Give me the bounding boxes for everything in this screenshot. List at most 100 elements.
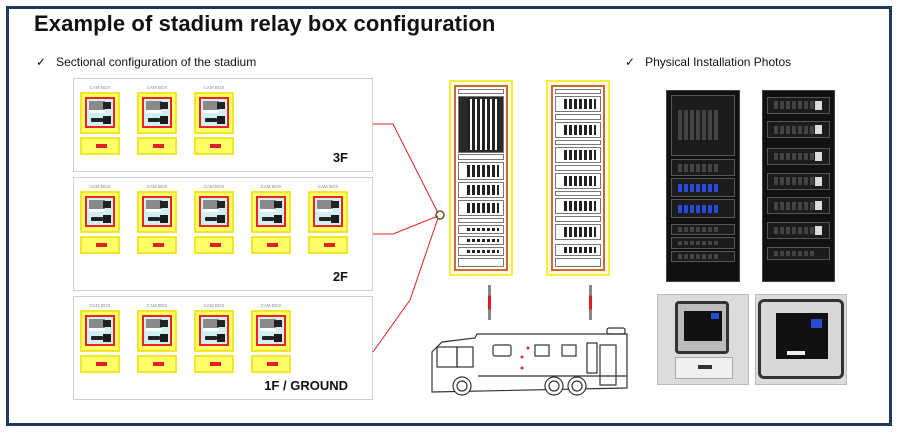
connector-row <box>467 239 499 243</box>
connector-icon <box>331 201 339 208</box>
cam-box-caption: CAM BOX <box>146 303 168 308</box>
rack-panel <box>671 250 735 262</box>
connector-row <box>564 99 596 110</box>
connector-icon <box>160 102 168 109</box>
connector-row <box>467 228 499 232</box>
cam-box-upper <box>137 92 177 134</box>
cable-entry-icon <box>324 243 335 247</box>
power-socket-icon <box>331 215 339 223</box>
power-outlet-icon <box>815 226 822 236</box>
rack-photo-left <box>666 90 740 282</box>
rack-panel <box>767 96 830 114</box>
cam-box-upper <box>137 191 177 233</box>
connector-row <box>678 164 719 172</box>
relay-rack-left <box>449 80 513 276</box>
connector-row <box>774 202 814 210</box>
slot-icon <box>205 336 217 340</box>
power-outlet-icon <box>815 176 822 186</box>
slot-icon <box>148 336 160 340</box>
cam-box-upper <box>80 310 120 352</box>
rack-unit <box>555 223 601 240</box>
rack-blank-panel <box>458 88 504 95</box>
rack-panel <box>671 199 735 219</box>
check-icon: ✓ <box>625 55 636 69</box>
connector-icon <box>217 320 225 327</box>
cam-box: CAM BOX <box>78 303 122 375</box>
connector-row <box>678 240 719 246</box>
rack-unit <box>458 161 504 180</box>
rack-unit <box>458 247 504 257</box>
cable-entry-icon <box>153 144 164 148</box>
connector-row <box>678 253 719 259</box>
connector-3f <box>373 123 439 214</box>
slot-icon <box>91 118 103 122</box>
power-socket-icon <box>103 334 111 342</box>
rack-panel <box>767 222 830 240</box>
cam-box-upper <box>308 191 348 233</box>
cam-box-panel <box>203 319 219 331</box>
cable-entry-icon <box>96 144 107 148</box>
connector-row <box>774 250 814 257</box>
cam-box-lower <box>80 236 120 254</box>
cam-box: CAM BOX <box>135 184 179 256</box>
cam-box-upper <box>194 191 234 233</box>
cam-box-lower <box>194 236 234 254</box>
cable-connector-right <box>589 285 592 320</box>
cable-entry-icon <box>210 243 221 247</box>
slot-icon <box>205 217 217 221</box>
connector-row <box>678 110 719 140</box>
slot-icon <box>262 217 274 221</box>
cable-entry-icon <box>267 362 278 366</box>
left-heading: ✓ Sectional configuration of the stadium <box>36 55 256 69</box>
cam-box-upper <box>80 191 120 233</box>
cam-box-upper <box>194 310 234 352</box>
rack-blank-panel <box>555 165 601 171</box>
cam-box-panel <box>260 200 276 212</box>
power-socket-icon <box>160 215 168 223</box>
connector-row <box>564 175 596 186</box>
cam-box-caption: CAM BOX <box>89 184 111 189</box>
slot-icon <box>148 217 160 221</box>
relay-rack-right <box>546 80 610 276</box>
rack-blank-panel <box>555 216 601 222</box>
check-icon: ✓ <box>36 55 47 69</box>
power-socket-icon <box>217 334 225 342</box>
cable-entry-icon <box>96 362 107 366</box>
rack-panel <box>671 94 735 156</box>
cam-box-lower <box>194 355 234 373</box>
rack-blank-panel <box>555 190 601 197</box>
junction-point-icon <box>435 210 445 220</box>
connector-row <box>564 150 596 161</box>
connector-2f <box>373 215 439 235</box>
rack-unit <box>458 236 504 246</box>
rack-blank-panel <box>555 88 601 95</box>
power-socket-icon <box>217 215 225 223</box>
cam-box: CAM BOX <box>135 303 179 375</box>
left-heading-text: Sectional configuration of the stadium <box>56 55 257 69</box>
cam-box: CAM BOX <box>306 184 350 256</box>
connector-icon <box>217 102 225 109</box>
cam-box: CAM BOX <box>192 303 236 375</box>
cam-box-photo-front <box>755 294 847 385</box>
rack-panel <box>767 197 830 215</box>
cam-box: CAM BOX <box>249 303 293 375</box>
connector-row <box>774 152 814 161</box>
cable-connector-left <box>488 285 491 320</box>
rack-blank-panel <box>458 258 504 268</box>
power-outlet-icon <box>815 152 822 162</box>
connector-icon <box>217 201 225 208</box>
cam-box-lower <box>251 355 291 373</box>
slot-icon <box>91 336 103 340</box>
power-socket-icon <box>274 334 282 342</box>
cam-box: CAM BOX <box>135 85 179 157</box>
power-socket-icon <box>274 215 282 223</box>
slot-icon <box>91 217 103 221</box>
cable-entry-icon <box>210 144 221 148</box>
cam-box-panel <box>146 319 162 331</box>
connector-icon <box>103 102 111 109</box>
rack-panel <box>671 237 735 249</box>
connector-row <box>564 226 596 237</box>
power-outlet-icon <box>815 201 822 211</box>
